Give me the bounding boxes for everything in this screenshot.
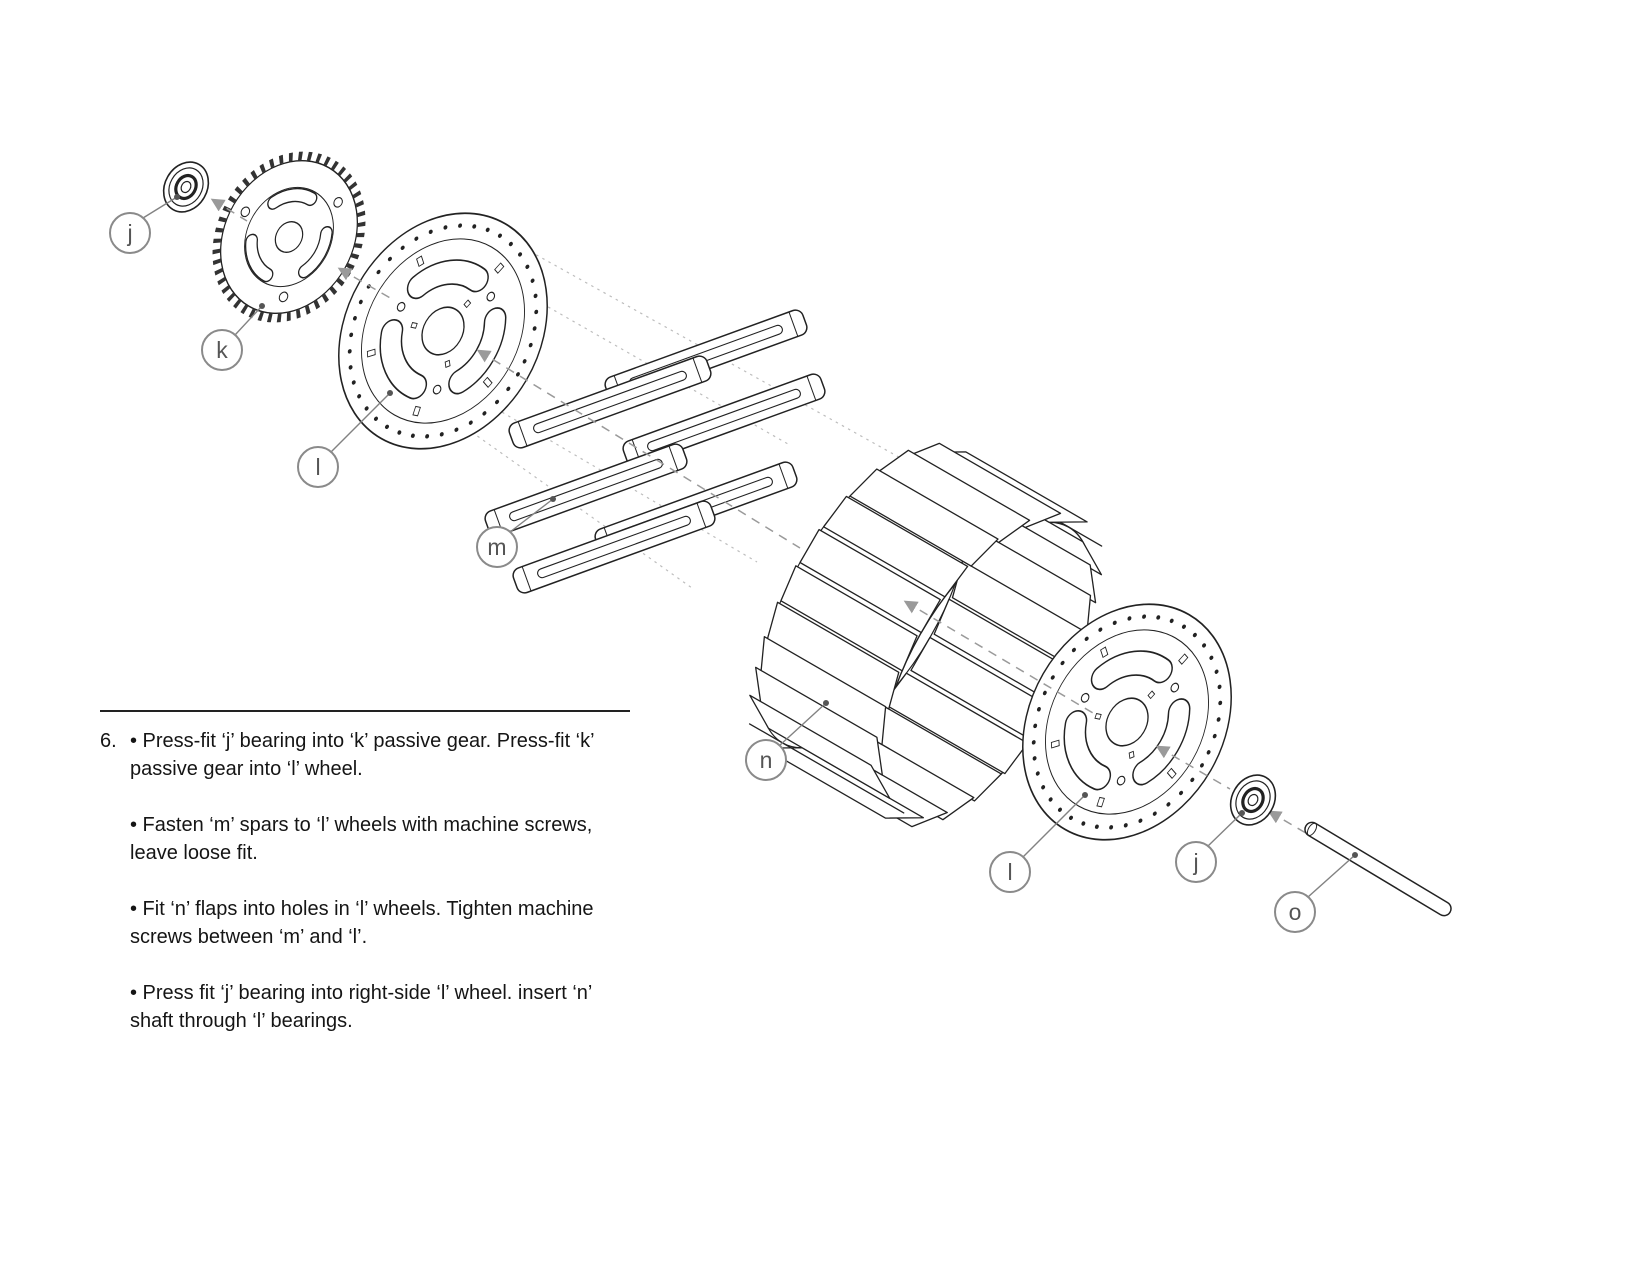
callout-label-l-right: l xyxy=(1007,859,1012,885)
callout-j-left: j xyxy=(109,194,180,254)
callout-label-j: j xyxy=(126,220,132,246)
axis-dashed-line xyxy=(337,267,393,300)
callout-m: m xyxy=(476,496,556,568)
callout-label-n: n xyxy=(760,747,773,773)
instruction-item: • Fit ‘n’ flaps into holes in ‘l’ wheels… xyxy=(130,898,594,948)
callout-label-k: k xyxy=(216,337,228,363)
step-number: 6. xyxy=(100,730,117,752)
callout-label-j-right: j xyxy=(1192,849,1198,875)
callout-label-l-left: l xyxy=(315,454,320,480)
callout-j-right: j xyxy=(1175,810,1245,883)
callout-label-m: m xyxy=(487,534,506,560)
wheel-flap xyxy=(849,468,999,567)
flap-wheel-n xyxy=(748,442,1103,828)
axis-dashed-line xyxy=(1155,745,1231,790)
callout-l-left: l xyxy=(297,390,393,488)
assembly-axis-lines xyxy=(210,198,1312,837)
wheel-flap xyxy=(822,495,969,598)
wheel-flap xyxy=(748,723,905,814)
bearing-j-left xyxy=(153,152,219,222)
callout-k: k xyxy=(201,303,265,371)
axis-dashed-line xyxy=(210,198,248,222)
instruction-item: • Press-fit ‘j’ bearing into ‘k’ passive… xyxy=(130,730,594,780)
callout-label-o: o xyxy=(1289,899,1302,925)
projection-line xyxy=(523,247,1009,519)
section-divider xyxy=(100,710,630,712)
axis-dashed-line xyxy=(903,600,1094,714)
wheel-flap xyxy=(780,565,918,672)
callout-o: o xyxy=(1274,852,1358,933)
instruction-item: • Press fit ‘j’ bearing into right-side … xyxy=(130,982,592,1032)
instruction-list: • Press-fit ‘j’ bearing into ‘k’ passive… xyxy=(130,727,630,1063)
instructions-block: 6. • Press-fit ‘j’ bearing into ‘k’ pass… xyxy=(100,710,630,1063)
callout-l-right: l xyxy=(989,792,1088,893)
callout-n: n xyxy=(745,700,829,781)
wheel-flap xyxy=(749,694,891,799)
shaft-o xyxy=(1304,821,1452,917)
axis-dashed-line xyxy=(1267,810,1312,837)
instruction-item: • Fasten ‘m’ spars to ‘l’ wheels with ma… xyxy=(130,814,593,864)
